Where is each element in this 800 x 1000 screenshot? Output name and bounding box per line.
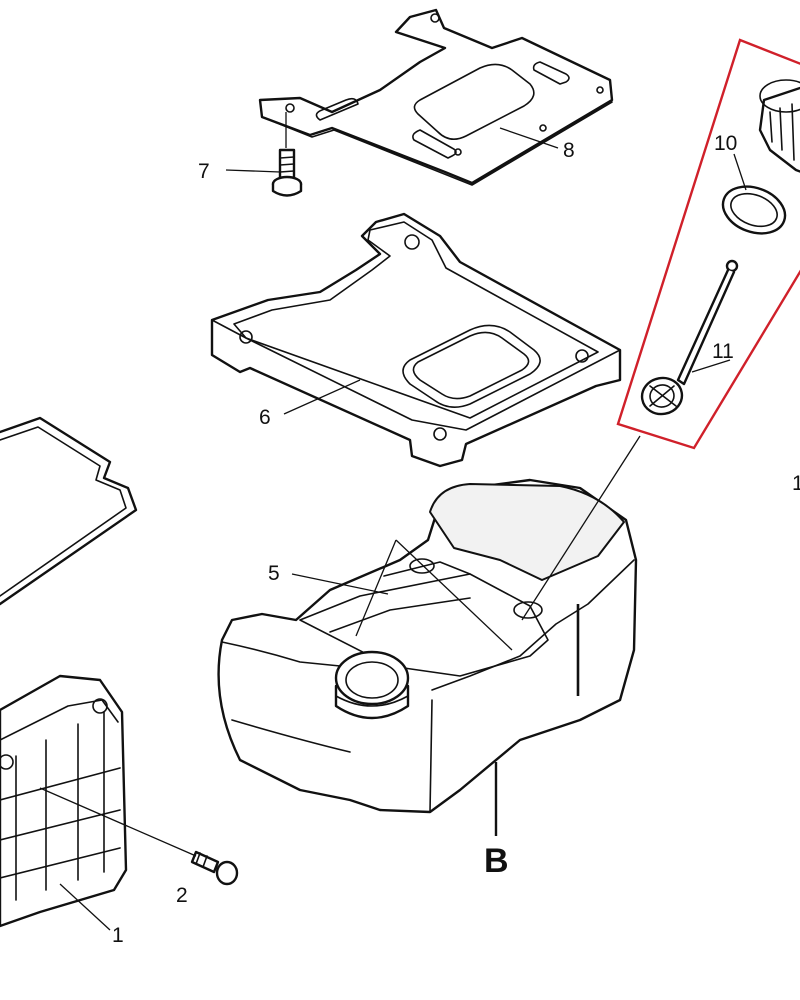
part-10-seal-ring <box>721 185 787 235</box>
callout-5: 5 <box>268 562 280 585</box>
fuel-cap <box>758 79 800 173</box>
leader-lines <box>291 435 641 836</box>
section-label-b: B <box>484 842 509 880</box>
callout-8: 8 <box>563 139 575 162</box>
highlight-box-cap-assembly <box>616 38 800 450</box>
callout-11: 11 <box>712 340 734 363</box>
callout-10: 10 <box>714 132 737 155</box>
part-11-tether <box>640 259 739 416</box>
callout-6: 6 <box>259 406 271 429</box>
callout-7: 7 <box>198 160 210 183</box>
part-8-bracket-plate <box>258 8 614 186</box>
highlight-box-border <box>616 38 800 450</box>
part-1-lower-frame <box>0 674 128 928</box>
callout-2: 2 <box>176 884 188 907</box>
part-2-screw <box>39 787 239 886</box>
part-6-frame-plate <box>210 212 622 468</box>
callout-leaders <box>59 127 559 931</box>
callout-edge-cut: 1 <box>792 472 800 495</box>
part-7-bolt <box>271 112 303 197</box>
fuel-tank <box>217 478 638 814</box>
callout-1: 1 <box>112 924 124 947</box>
gasket-sheet <box>0 416 138 606</box>
